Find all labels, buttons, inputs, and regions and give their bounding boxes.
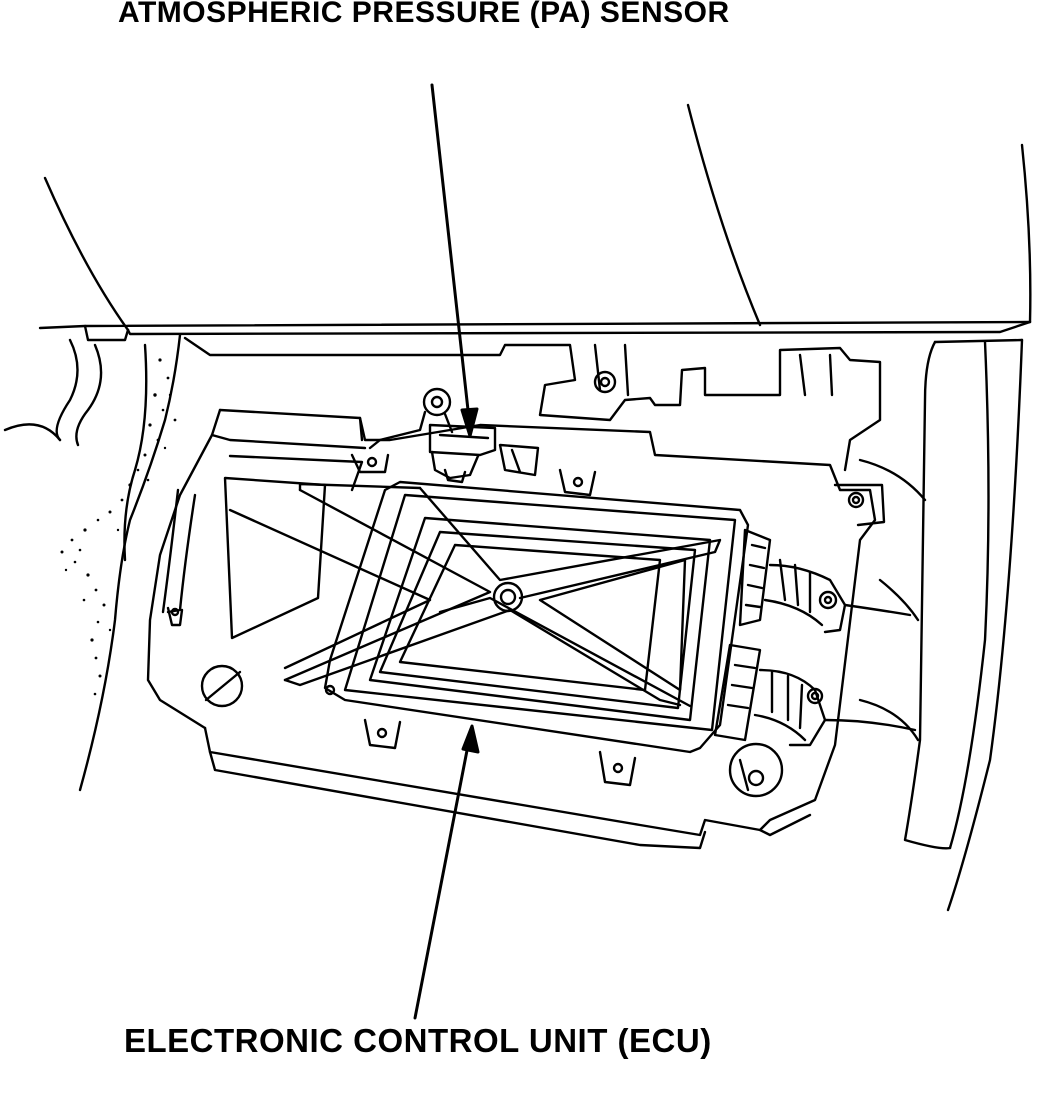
pa-sensor-callout-label: ATMOSPHERIC PRESSURE (PA) SENSOR xyxy=(118,0,730,29)
pa-sensor-leader-line xyxy=(430,83,472,430)
pa-sensor-arrowhead xyxy=(460,407,479,438)
carpet-texture xyxy=(60,358,177,696)
ecu-leader-line xyxy=(413,733,472,1020)
pa-sensor xyxy=(368,387,540,484)
ecu-connectors xyxy=(713,528,917,747)
ecu-callout-label: ELECTRONIC CONTROL UNIT (ECU) xyxy=(124,1022,712,1059)
leader-lines xyxy=(413,83,480,1020)
ecu-unit xyxy=(166,453,750,787)
ecu-mounting-tray xyxy=(146,408,886,850)
ecu-arrowhead xyxy=(461,724,480,754)
right-trim xyxy=(858,338,1024,912)
dashboard-panel xyxy=(38,103,1032,342)
upper-bracket xyxy=(183,336,882,472)
left-trim xyxy=(3,333,182,792)
